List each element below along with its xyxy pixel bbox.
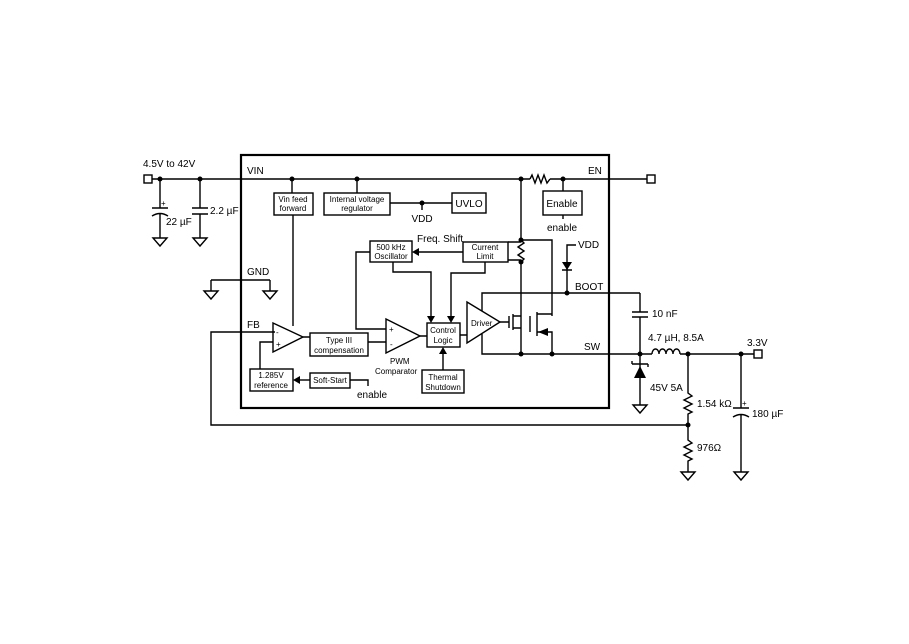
pwm-label: PWM	[390, 357, 410, 366]
cap-22uf-label: 22 µF	[166, 217, 192, 228]
boot-cap-label: 10 nF	[652, 309, 678, 320]
blocks-oscillator-1-text: Oscillator	[374, 252, 408, 261]
blocks-type3-0-text: Type III	[326, 336, 352, 345]
blocks-enable_box-text: Enable	[546, 199, 578, 210]
blocks-current_limit-0-text: Current	[472, 243, 499, 252]
input-capacitors: +	[151, 179, 209, 248]
schottky-diode	[634, 366, 646, 378]
power-mosfets	[481, 179, 640, 355]
blocks-thermal-0-text: Thermal	[428, 373, 458, 382]
thermal-shutdown-block	[421, 369, 465, 394]
pwm-comparator	[385, 317, 422, 355]
blocks-softstart-text: Soft-Start	[313, 376, 348, 385]
blocks-amp_minus-text: -	[390, 340, 393, 349]
pin-boot: BOOT	[575, 282, 603, 293]
svg-text:+: +	[161, 199, 166, 208]
oscillator-block	[369, 240, 413, 263]
blocks-amp_minus-text: -	[276, 328, 279, 337]
cap-2-2uf-label: 2.2 µF	[210, 206, 239, 217]
pin-en: EN	[588, 166, 602, 177]
vin-rail	[143, 173, 656, 185]
r-top-label: 1.54 kΩ	[697, 399, 732, 410]
blocks-enable_text-text: enable	[547, 223, 577, 234]
blocks-control-0-text: Control	[430, 326, 456, 335]
out-cap-label: 180 µF	[752, 409, 783, 420]
pin-sw: SW	[584, 342, 601, 353]
uvlo-block	[451, 192, 487, 214]
r-bot-label: 976Ω	[697, 443, 722, 454]
svg-text:+: +	[742, 399, 747, 408]
vdd-label: VDD	[411, 214, 432, 225]
vdd-boot-label: VDD	[578, 240, 599, 251]
blocks-reference-1-text: reference	[254, 381, 288, 390]
inductor	[651, 348, 681, 355]
blocks-thermal-1-text: Shutdown	[425, 383, 461, 392]
gnd-symbols	[202, 279, 279, 301]
blocks-regulator-0-text: Internal voltage	[330, 195, 385, 204]
pin-vin: VIN	[247, 166, 264, 177]
vin-feed-forward-block	[273, 192, 314, 216]
freq-shift-label: Freq. Shift	[417, 234, 463, 245]
ic-boundary	[239, 153, 611, 410]
blocks-control-1-text: Logic	[433, 336, 452, 345]
internal-regulator-block	[323, 192, 391, 216]
blocks-pwm-1-text: Comparator	[375, 367, 418, 376]
blocks-reference-0-text: 1.285V	[258, 371, 284, 380]
blocks-current_limit-1-text: Limit	[477, 252, 495, 261]
blocks-amp_plus-text: +	[389, 325, 394, 334]
vin-terminal[interactable]	[143, 174, 153, 184]
vin-range-label: 4.5V to 42V	[143, 159, 196, 170]
error-amplifier	[272, 321, 305, 354]
en-terminal[interactable]	[646, 174, 656, 184]
blocks-regulator-1-text: regulator	[341, 204, 373, 213]
blocks-enable_text2-text: enable	[357, 390, 387, 401]
blocks-uvlo-text: UVLO	[455, 199, 482, 210]
diode-label: 45V 5A	[650, 383, 683, 394]
en-pullup-resistor	[529, 173, 551, 185]
blocks-oscillator-0-text: 500 kHz	[376, 243, 405, 252]
blocks-amp_plus-text: +	[276, 340, 281, 349]
blocks-type3-1-text: compensation	[314, 346, 364, 355]
pin-fb: FB	[247, 320, 260, 331]
blocks-vin_ff-1-text: forward	[280, 204, 307, 213]
pin-gnd: GND	[247, 267, 269, 278]
enable-block	[542, 190, 583, 216]
vout-terminal[interactable]	[753, 349, 763, 359]
vout-label: 3.3V	[747, 338, 768, 349]
driver	[466, 300, 502, 345]
inductor-label: 4.7 µH, 8.5A	[648, 333, 704, 344]
type3-compensation-block	[309, 332, 369, 357]
blocks-vin_ff-0-text: Vin feed	[278, 195, 307, 204]
blocks-driver-text: Driver	[471, 319, 493, 328]
